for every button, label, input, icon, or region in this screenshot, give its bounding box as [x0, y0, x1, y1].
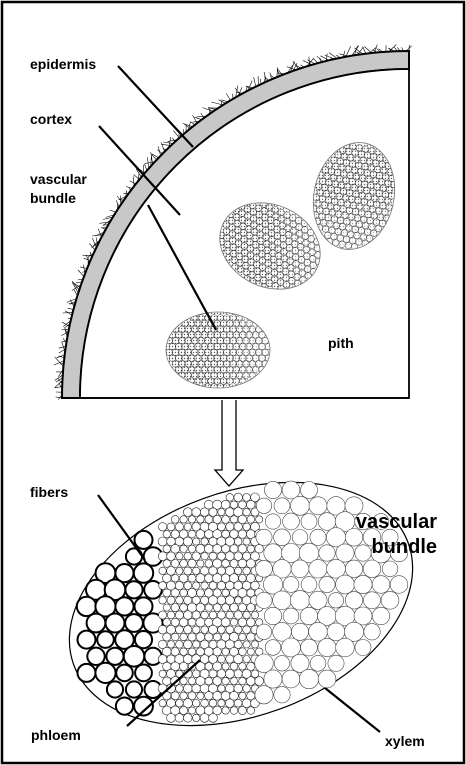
stem-cross-section	[54, 45, 412, 400]
label-xylem: xylem	[385, 733, 425, 749]
detail-title-line1: vascular	[356, 511, 437, 533]
label-fibers: fibers	[30, 484, 68, 500]
label-epidermis: epidermis	[30, 56, 96, 72]
xylem-leader-line	[325, 688, 380, 732]
enlargement-arrow	[215, 400, 243, 486]
detail-title-line2: bundle	[371, 536, 437, 558]
label-vascular-bundle-line2: bundle	[30, 190, 76, 206]
label-pith: pith	[328, 335, 354, 351]
label-cortex: cortex	[30, 111, 72, 127]
label-vascular-bundle-line1: vascular	[30, 171, 87, 187]
epidermis-leader-line	[118, 66, 193, 147]
label-phloem: phloem	[31, 727, 81, 743]
vascular-bundle-detail	[35, 438, 446, 765]
